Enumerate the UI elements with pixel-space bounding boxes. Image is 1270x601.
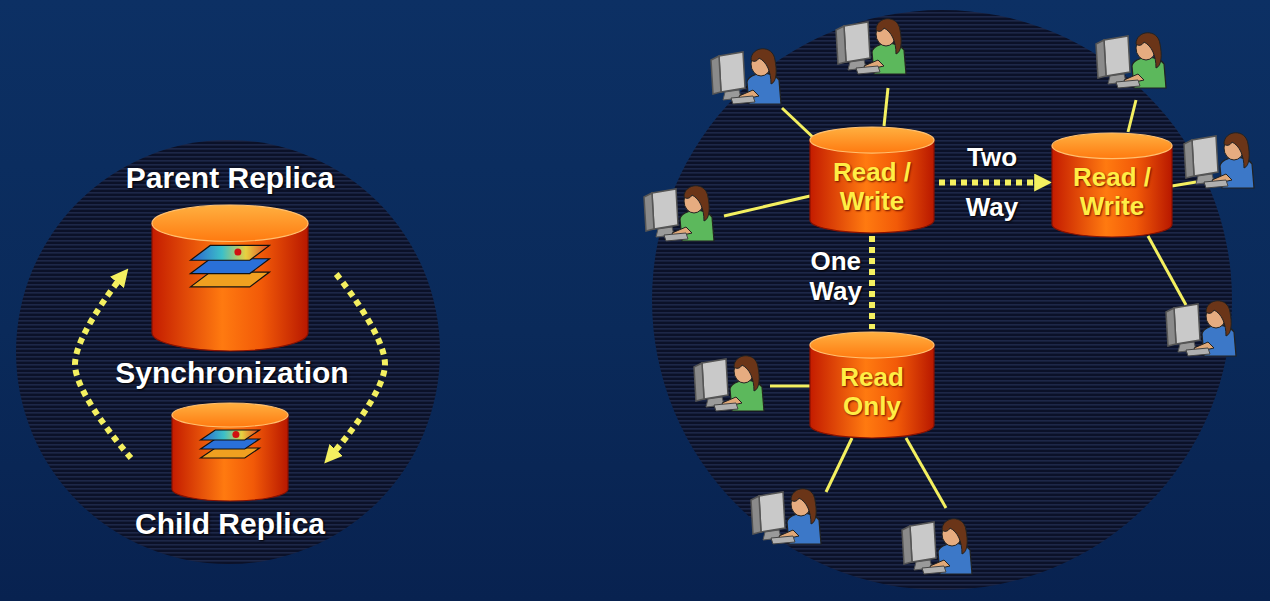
replica-mode: Read / Write <box>818 158 926 215</box>
cylinder-art <box>151 204 309 352</box>
cylinder-art <box>171 402 289 502</box>
group-circle <box>16 140 440 564</box>
map-layer <box>190 272 269 287</box>
map-layer <box>200 430 259 440</box>
sync-label: Synchronization <box>115 356 348 390</box>
user-link <box>826 438 852 492</box>
edge-label: One Way <box>810 247 863 307</box>
cylinder-body <box>810 345 934 438</box>
user-link <box>1172 182 1196 186</box>
user-link <box>906 438 946 508</box>
user-icon <box>836 19 906 74</box>
map-point <box>234 249 241 256</box>
replica-node: Child Replica <box>135 402 325 542</box>
database-cylinder <box>151 204 309 352</box>
cylinder-top <box>810 127 934 153</box>
database-cylinder <box>171 402 289 502</box>
user-icon <box>711 49 781 104</box>
user-icons <box>644 19 1254 574</box>
cylinder-body <box>172 415 288 501</box>
cylinder-body <box>810 140 934 233</box>
database-cylinder: Read Only <box>809 331 935 439</box>
user-icon <box>644 186 714 241</box>
database-cylinder: Read / Write <box>809 126 935 234</box>
user-link <box>1148 236 1186 305</box>
cylinder-top <box>152 205 308 241</box>
user-link <box>724 196 810 216</box>
replica-heading: Parent Replica <box>126 160 334 196</box>
group-circle <box>652 10 1232 590</box>
database-cylinder: Read / Write <box>1051 132 1173 238</box>
cylinder-top <box>1052 133 1172 159</box>
replica-node: Parent Replica <box>126 160 334 352</box>
replica-mode: Read / Write <box>1060 163 1164 220</box>
user-icon <box>1096 33 1166 88</box>
user-icon <box>1184 133 1254 188</box>
map-layer <box>190 245 269 260</box>
replica-heading: Child Replica <box>135 506 325 542</box>
sync-connector <box>939 180 1045 186</box>
cylinder-body <box>1052 146 1172 237</box>
user-icon <box>902 519 972 574</box>
cylinder-top <box>810 332 934 358</box>
map-point <box>232 431 239 438</box>
user-link <box>884 88 888 126</box>
user-link <box>1128 100 1136 132</box>
user-icon <box>1166 301 1236 356</box>
cylinder-top <box>172 403 288 427</box>
user-icon <box>694 356 764 411</box>
map-layer <box>190 259 269 274</box>
user-link <box>770 385 810 388</box>
user-icon <box>751 489 821 544</box>
sync-connector <box>869 236 875 329</box>
cylinder-body <box>152 223 308 351</box>
edge-label: Two Way <box>966 133 1019 232</box>
replica-mode: Read Only <box>818 363 926 420</box>
